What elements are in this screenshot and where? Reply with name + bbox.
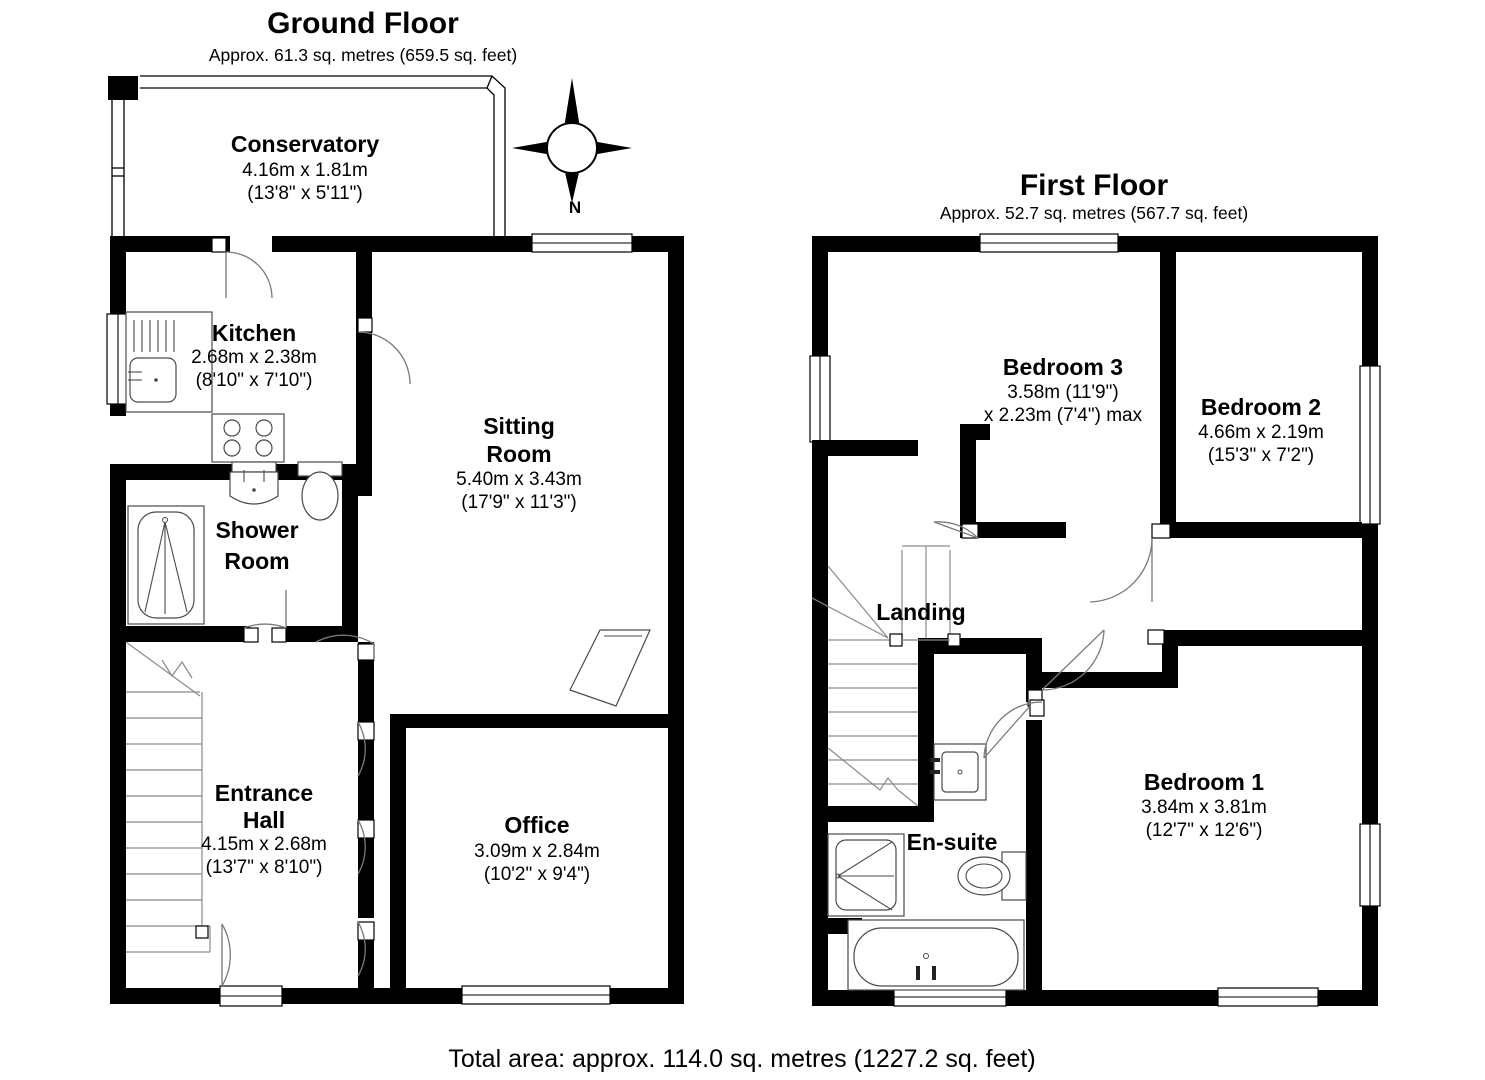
shower-room-fixtures [127, 461, 343, 625]
basin-icon [229, 461, 279, 505]
kitchen-fixtures [125, 311, 285, 463]
room-dim-bedroom2-metric: 4.66m x 2.19m [1198, 422, 1324, 443]
ground-staircase [125, 641, 211, 953]
compass-rose-icon: N [512, 78, 632, 217]
first-floor-staircase [811, 545, 961, 807]
ground-floor-windows [219, 233, 633, 1007]
first-floor-doors [933, 521, 1171, 759]
room-label-sitting-room-2: Room [486, 441, 551, 467]
room-label-entrance-hall-1: Entrance [215, 780, 313, 806]
sink-drainer-icon [133, 320, 175, 352]
room-dim-bedroom1-imperial: (12'7" x 12'6") [1146, 820, 1263, 841]
ground-floor-plan: Conservatory 4.16m x 1.81m (13'8" x 5'11… [106, 75, 684, 1007]
room-label-bedroom-2: Bedroom 2 [1201, 394, 1321, 420]
en-suite-shower-icon [827, 833, 905, 917]
room-dim-kitchen-imperial: (8'10" x 7'10") [196, 370, 313, 391]
room-label-shower-room-2: Room [224, 548, 289, 574]
sitting-room-feature [569, 629, 651, 707]
bath-icon [847, 919, 1025, 991]
first-floor-title: First Floor [1020, 169, 1169, 202]
room-label-en-suite: En-suite [907, 829, 998, 855]
room-dim-conservatory-metric: 4.16m x 1.81m [242, 160, 368, 181]
room-dim-bedroom1-metric: 3.84m x 3.81m [1141, 797, 1267, 818]
room-dim-sitting-imperial: (17'9" x 11'3") [461, 492, 576, 513]
hob-icon [211, 413, 285, 463]
first-floor-windows [809, 233, 1381, 1007]
ground-floor-title: Ground Floor [267, 7, 459, 40]
sink-bowl-icon [128, 357, 177, 403]
room-dim-conservatory-imperial: (13'8" x 5'11") [247, 183, 362, 204]
toilet-icon [297, 461, 343, 521]
room-label-bedroom-3: Bedroom 3 [1003, 354, 1123, 380]
room-label-entrance-hall-2: Hall [243, 807, 285, 833]
room-dim-bedroom2-imperial: (15'3" x 7'2") [1208, 445, 1314, 466]
ground-floor-doors [211, 237, 411, 987]
ground-floor-area: Approx. 61.3 sq. metres (659.5 sq. feet) [209, 45, 517, 65]
room-dim-hall-imperial: (13'7" x 8'10") [206, 857, 323, 878]
compass-north-label: N [569, 198, 581, 217]
room-dim-sitting-metric: 5.40m x 3.43m [456, 469, 582, 490]
room-label-kitchen: Kitchen [212, 320, 296, 346]
total-area-text: Total area: approx. 114.0 sq. metres (12… [448, 1045, 1035, 1073]
ground-internal-walls [110, 236, 684, 1004]
en-suite-basin-icon [930, 743, 987, 801]
room-dim-kitchen-metric: 2.68m x 2.38m [191, 347, 317, 368]
room-dim-office-metric: 3.09m x 2.84m [474, 841, 600, 862]
room-label-conservatory: Conservatory [231, 131, 379, 157]
room-dim-hall-metric: 4.15m x 2.68m [201, 834, 327, 855]
room-label-landing: Landing [876, 599, 965, 625]
room-label-shower-room-1: Shower [215, 517, 298, 543]
first-floor-plan: Bedroom 3 3.58m (11'9") x 2.23m (7'4") m… [809, 233, 1381, 1007]
room-dim-bedroom3-line1: 3.58m (11'9") [1007, 382, 1118, 403]
conservatory-structure [108, 75, 506, 240]
room-dim-bedroom3-line2: x 2.23m (7'4") max [984, 405, 1143, 426]
en-suite-toilet-icon [957, 851, 1027, 901]
room-label-sitting-room-1: Sitting [483, 413, 555, 439]
room-dim-office-imperial: (10'2" x 9'4") [484, 864, 590, 885]
en-suite-fixtures [827, 743, 1027, 991]
first-floor-area: Approx. 52.7 sq. metres (567.7 sq. feet) [940, 203, 1248, 223]
room-label-office: Office [504, 812, 569, 838]
first-floor-walls [812, 236, 1378, 1006]
shower-tray-icon [127, 505, 205, 625]
room-label-bedroom-1: Bedroom 1 [1144, 769, 1264, 795]
